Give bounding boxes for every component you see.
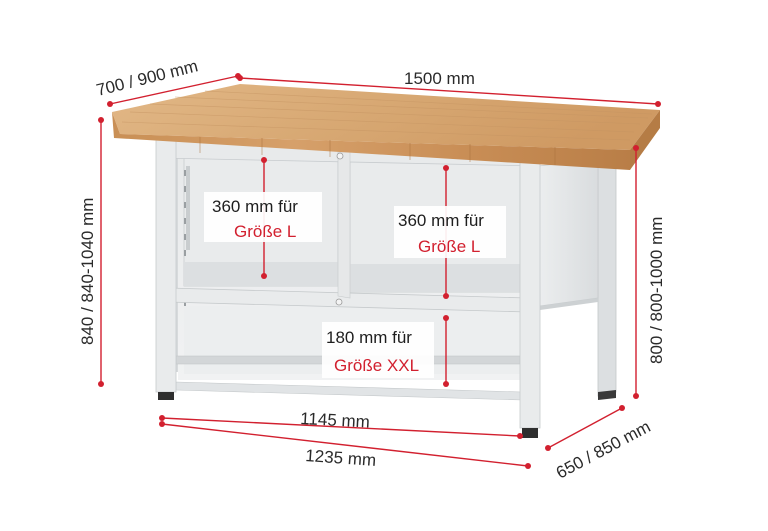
frame-center-divider: [337, 151, 351, 299]
workbench: [112, 84, 660, 438]
label-top-depth: 700 / 900 mm: [94, 56, 199, 100]
label-frame-depth: 650 / 850 mm: [553, 417, 654, 483]
leg-front-left: [155, 139, 177, 393]
compartment-bottom-type: Größe XXL: [334, 356, 419, 375]
compartment-right-size: 360 mm für: [398, 211, 484, 230]
compartment-left-type: Größe L: [234, 222, 296, 241]
compartment-labels: 360 mm für Größe L 360 mm für Größe L 18…: [204, 192, 506, 378]
label-inner-width: 1145 mm: [300, 409, 371, 432]
compartment-right-type: Größe L: [418, 237, 480, 256]
leg-front-right: [519, 149, 541, 429]
compartment-bottom-size: 180 mm für: [326, 328, 412, 347]
lock-icon: [336, 152, 344, 160]
leg-back-right: [597, 157, 617, 397]
lock-icon: [335, 298, 343, 306]
label-outer-width: 1235 mm: [305, 446, 377, 470]
floor-crossbar: [175, 381, 523, 401]
worktop-front-edge: [112, 112, 630, 170]
label-height-total: 840 / 840-1040 mm: [78, 198, 97, 345]
side-panel-right: [537, 159, 599, 307]
dimension-lines: [98, 73, 661, 469]
label-top-width: 1500 mm: [404, 69, 475, 88]
compartment-left-size: 360 mm für: [212, 197, 298, 216]
label-height-frame: 800 / 800-1000 mm: [647, 217, 666, 364]
